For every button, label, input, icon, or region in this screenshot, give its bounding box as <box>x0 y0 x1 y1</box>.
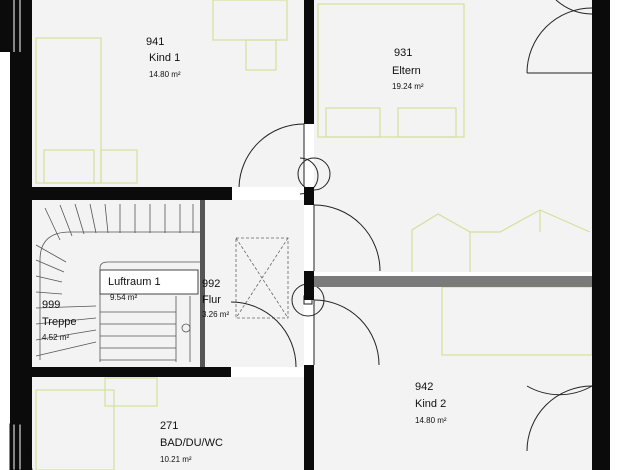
room-name-bad: BAD/DU/WC <box>160 437 223 449</box>
room-area-kind2: 14.80 m² <box>415 416 447 425</box>
room-name-eltern: Eltern <box>392 65 421 77</box>
skylight-cross-icon <box>235 237 289 319</box>
window-marks <box>13 0 21 470</box>
room-number-kind1: 941 <box>146 36 165 48</box>
room-name-luftraum: Luftraum 1 <box>108 276 161 288</box>
room-area-bad: 10.21 m² <box>160 455 192 464</box>
room-number-kind2: 942 <box>415 381 434 393</box>
stair-icon <box>35 203 200 362</box>
room-number-eltern: 931 <box>394 47 413 59</box>
room-number-treppe: 999 <box>42 299 61 311</box>
room-area-luftraum: 9.54 m² <box>110 293 138 302</box>
room-area-treppe: 4.52 m² <box>42 333 70 342</box>
window-frame <box>9 423 33 470</box>
door-swing-icon <box>230 0 593 452</box>
luftraum-frame <box>99 269 199 295</box>
room-area-flur: 3.26 m² <box>202 310 230 319</box>
bathtub <box>35 389 115 470</box>
room-name-kind2: Kind 2 <box>415 398 447 410</box>
room-area-eltern: 19.24 m² <box>392 82 424 91</box>
room-name-treppe: Treppe <box>42 316 77 328</box>
room-name-flur: Flur <box>202 294 221 306</box>
room-number-bad: 271 <box>160 420 179 432</box>
room-number-flur: 992 <box>202 278 221 290</box>
room-area-kind1: 14.80 m² <box>149 70 181 79</box>
floor-areas <box>32 0 592 470</box>
room-name-kind1: Kind 1 <box>149 52 181 64</box>
furniture <box>35 0 593 470</box>
bed-eltern <box>317 3 465 138</box>
